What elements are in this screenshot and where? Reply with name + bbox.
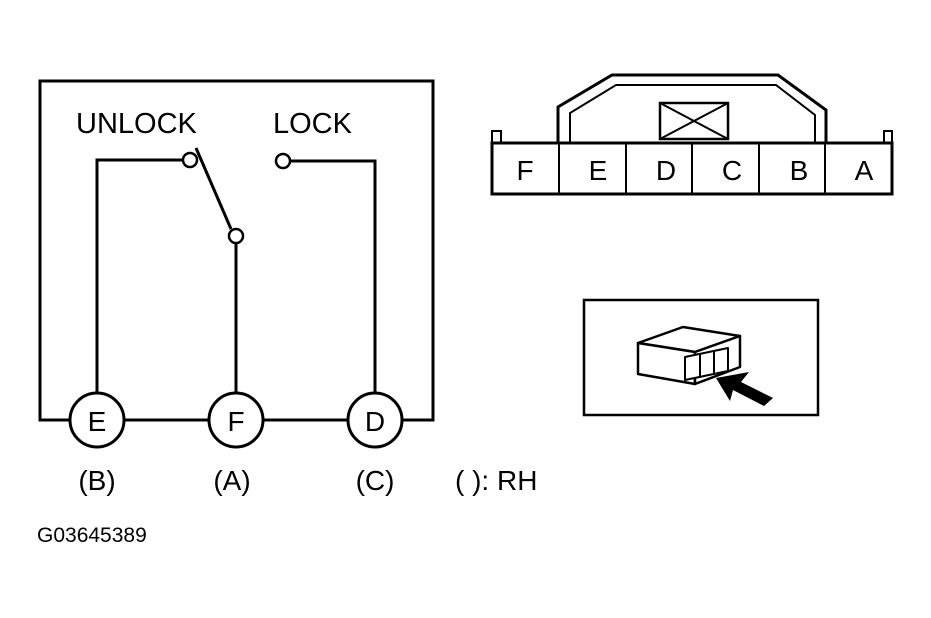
- connector-right-nub: [883, 130, 893, 144]
- terminal-e-letter: E: [88, 406, 107, 437]
- terminal-d-rh-label: (C): [356, 465, 395, 496]
- connector-pin-label: F: [516, 155, 533, 186]
- connector-pin-label: B: [790, 155, 809, 186]
- switch-lever: [194, 147, 233, 230]
- terminal-e: E: [68, 391, 126, 449]
- terminal-f-letter: F: [227, 406, 244, 437]
- switch-unit-icon: [636, 325, 742, 386]
- connector-lock-arch-inner: [569, 84, 816, 143]
- connector-pin-label: C: [722, 155, 742, 186]
- connector-key-box: [658, 101, 730, 141]
- terminal-d-letter: D: [365, 406, 385, 437]
- switch-schematic: [38, 79, 435, 422]
- unlock-label: UNLOCK: [76, 108, 198, 140]
- connector-pin-label: A: [855, 155, 874, 186]
- connector-pin-label: E: [589, 155, 608, 186]
- connector-lock-arch-outer: [556, 73, 828, 143]
- terminal-f-rh-label: (A): [213, 465, 250, 496]
- terminal-e-rh-label: (B): [78, 465, 115, 496]
- figure-code: G03645389: [37, 524, 147, 547]
- location-arrow-icon: [716, 372, 773, 406]
- switch-frame: [38, 79, 435, 422]
- wire-unlock: [95, 158, 183, 393]
- rh-legend: ( ): RH: [455, 465, 537, 496]
- location-inset: [582, 298, 820, 417]
- pivot-contact: [227, 227, 245, 245]
- terminal-f: F: [207, 391, 265, 449]
- terminal-d: D: [346, 391, 404, 449]
- connector-view: [490, 73, 894, 196]
- lock-contact: [274, 152, 292, 170]
- connector-pin-label: D: [656, 155, 676, 186]
- wire-lock: [291, 159, 377, 393]
- inset-frame: [582, 298, 820, 417]
- lock-label: LOCK: [273, 108, 353, 140]
- unlock-contact: [181, 151, 199, 169]
- connector-left-nub: [491, 130, 502, 144]
